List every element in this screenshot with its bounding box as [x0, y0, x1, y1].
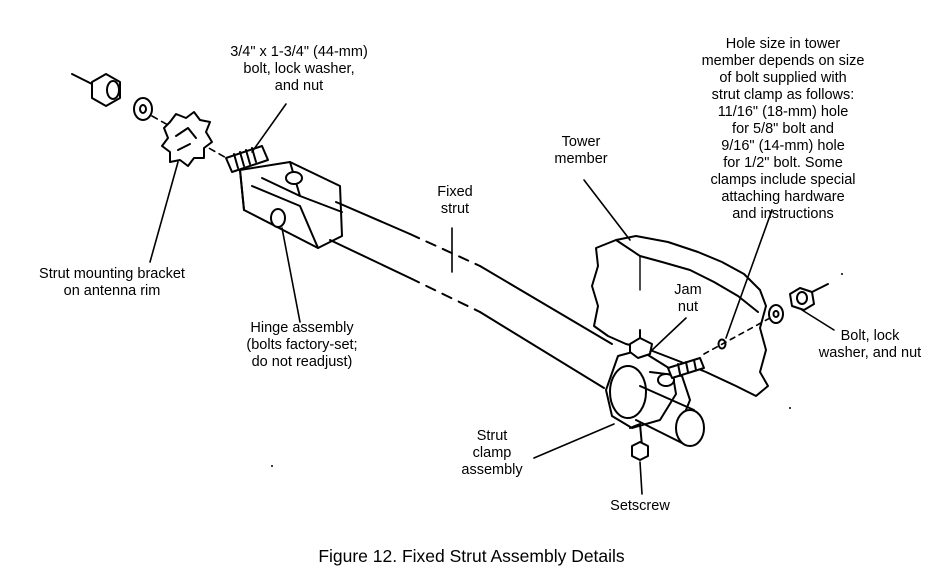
strut-end: [635, 385, 705, 447]
label-setscrew: Setscrew: [610, 498, 670, 514]
label-hinge-assembly: Hinge assembly (bolts factory-set; do no…: [246, 320, 358, 370]
label-hole-note: Hole size in tower member depends on siz…: [701, 36, 865, 222]
tower-member-leader: [583, 179, 631, 241]
tower-member-icon: [591, 235, 769, 397]
clamp-stud-icon: [667, 357, 705, 379]
tower-hole: [717, 338, 727, 350]
label-jam-nut: Jam nut: [674, 282, 702, 315]
strut-clamp-icon: [605, 329, 691, 429]
hinge-assembly-icon: [239, 161, 343, 249]
label-top-bolt: 3/4" x 1-3/4" (44-mm) bolt, lock washer,…: [230, 44, 368, 94]
left-washer-icon: [133, 97, 153, 121]
hinge-leader: [281, 227, 301, 323]
bolt-right-leader: [801, 309, 835, 331]
speck-3: [789, 407, 791, 409]
label-tower-member: Tower member: [554, 134, 608, 167]
label-bolt-right: Bolt, lock washer, and nut: [818, 328, 922, 361]
speck-1: [271, 465, 273, 467]
figure-caption: Figure 12. Fixed Strut Assembly Details: [318, 546, 625, 566]
setscrew-leader: [639, 461, 643, 495]
right-bolt-axis: [703, 317, 771, 355]
bracket-leader: [149, 161, 179, 263]
fixed-strut-tube: [329, 201, 613, 389]
top-bolt-icon: [225, 145, 269, 173]
top-bolt-leader: [251, 103, 287, 153]
setscrew-icon: [629, 423, 649, 461]
right-nut-icon: [789, 283, 829, 311]
label-mounting-bracket: Strut mounting bracket on antenna rim: [39, 266, 185, 299]
speck-2: [841, 273, 843, 275]
jam-nut-leader: [649, 317, 687, 353]
label-strut-clamp: Strut clamp assembly: [461, 428, 523, 478]
hole-note-leader: [725, 209, 773, 339]
strut-clamp-leader: [533, 423, 615, 459]
right-washer-icon: [768, 304, 784, 324]
left-nut-icon: [71, 73, 121, 107]
label-fixed-strut: Fixed strut: [437, 184, 473, 217]
mounting-bracket-icon: [161, 111, 213, 167]
